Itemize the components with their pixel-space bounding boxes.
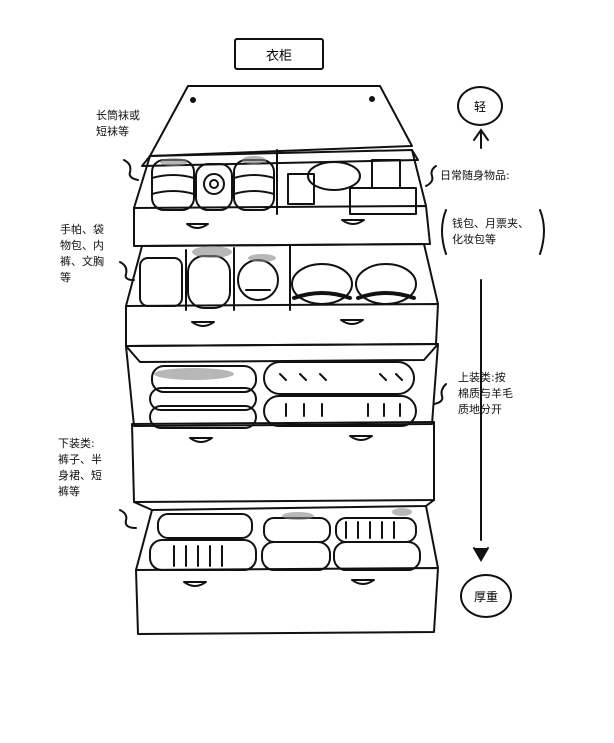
label-bottoms: 下装类: 裤子、半 身裙、短 裤等 [58, 437, 102, 498]
scale-heavy: 厚重 [460, 574, 512, 618]
drawer-4-front [135, 567, 439, 635]
drawer-1-front [133, 205, 431, 247]
lid [149, 85, 413, 157]
label-daily: 日常随身物品: [440, 169, 510, 182]
scale-light: 轻 [457, 86, 503, 126]
label-daily-items: 钱包、月票夹、 化妆包等 [452, 217, 529, 246]
drawer-1-top [141, 149, 419, 167]
drawer-2-front [125, 303, 439, 347]
drawer-3-front [131, 421, 435, 503]
label-tops: 上装类:按 棉质与羊毛 质地分开 [458, 371, 513, 416]
diagram-title: 衣柜 [234, 38, 324, 70]
label-small-items: 手帕、袋 物包、内 裤、文胸 等 [60, 223, 104, 284]
label-socks: 长筒袜或 短袜等 [96, 109, 140, 138]
